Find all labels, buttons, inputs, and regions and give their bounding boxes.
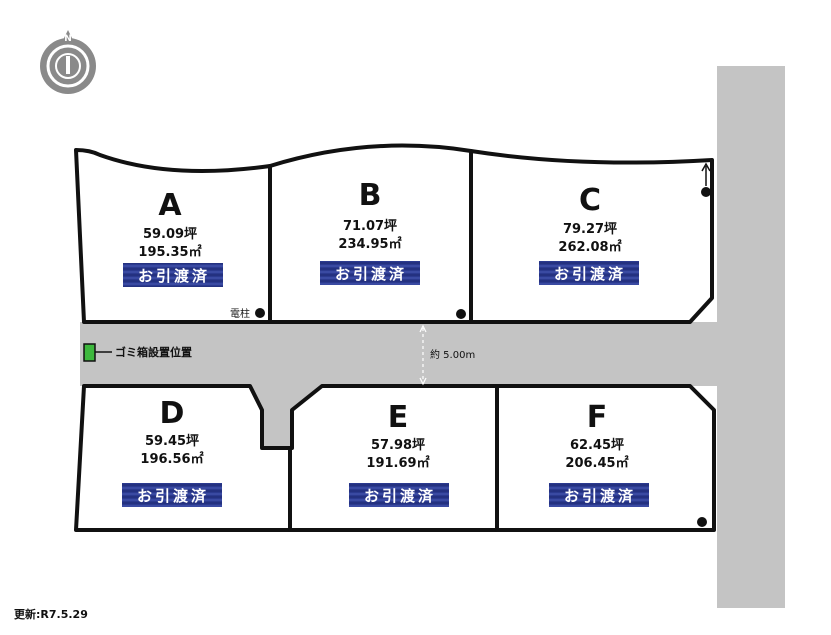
compass-north-label: N [64,34,72,44]
lot-d-tsubo: 59.45坪 [145,434,199,449]
garbage-station-label: ゴミ箱設置位置 [115,345,192,359]
lot-c[interactable]: C 79.27坪 262.08㎡ お引渡済 [539,183,639,285]
utility-pole-label: 電柱 [230,307,250,320]
garbage-box-icon [83,343,96,362]
lot-f-status-badge [549,483,649,507]
lot-d[interactable]: D 59.45坪 196.56㎡ お引渡済 [122,396,222,507]
lot-e-tsubo: 57.98坪 [371,438,425,453]
lot-a[interactable]: A 59.09坪 195.35㎡ お引渡済 [123,188,223,287]
lot-e-letter: E [388,400,409,435]
lot-c-letter: C [579,183,601,218]
main-road [717,66,785,608]
access-road [80,322,720,386]
lot-d-status-badge [122,483,222,507]
lot-e[interactable]: E 57.98坪 191.69㎡ お引渡済 [349,400,449,507]
lot-f-status: お引渡済 [564,487,636,505]
lot-e-status: お引渡済 [364,487,436,505]
utility-pole-icon [255,308,265,318]
lot-a-letter: A [158,188,182,223]
lot-f[interactable]: F 62.45坪 206.45㎡ お引渡済 [549,400,649,507]
lot-d-sqm: 196.56㎡ [140,451,203,467]
lot-b-tsubo: 71.07坪 [343,219,397,234]
lot-d-status: お引渡済 [137,487,209,505]
lot-c-boundary [469,149,714,324]
lot-f-tsubo: 62.45坪 [570,438,624,453]
lot-c-status-badge [539,261,639,285]
lot-e-sqm: 191.69㎡ [366,455,429,471]
pole-arrow-icon [701,162,711,172]
lot-f-sqm: 206.45㎡ [565,455,628,471]
updated-date: 更新:R7.5.29 [14,607,88,621]
utility-pole-icon [697,517,707,527]
lot-d-letter: D [160,396,185,431]
lot-f-letter: F [587,400,608,435]
road-width-label: 約 5.00m [430,348,475,361]
lot-a-status-badge [123,263,223,287]
lot-c-status: お引渡済 [554,265,626,283]
lot-a-status: お引渡済 [138,267,210,285]
lot-e-status-badge [349,483,449,507]
road [80,66,785,608]
compass-icon: N [40,30,96,94]
utility-pole-icon [701,187,711,197]
lot-b-sqm: 234.95㎡ [338,236,401,252]
lot-a-tsubo: 59.09坪 [143,227,197,242]
lot-c-tsubo: 79.27坪 [563,222,617,237]
lot-b-status: お引渡済 [335,265,407,283]
lot-b-status-badge [320,261,420,285]
lot-c-sqm: 262.08㎡ [558,239,621,255]
lot-a-sqm: 195.35㎡ [138,244,201,260]
lot-b[interactable]: B 71.07坪 234.95㎡ お引渡済 [320,178,420,285]
utility-pole-icon [456,309,466,319]
lot-b-letter: B [359,178,382,213]
